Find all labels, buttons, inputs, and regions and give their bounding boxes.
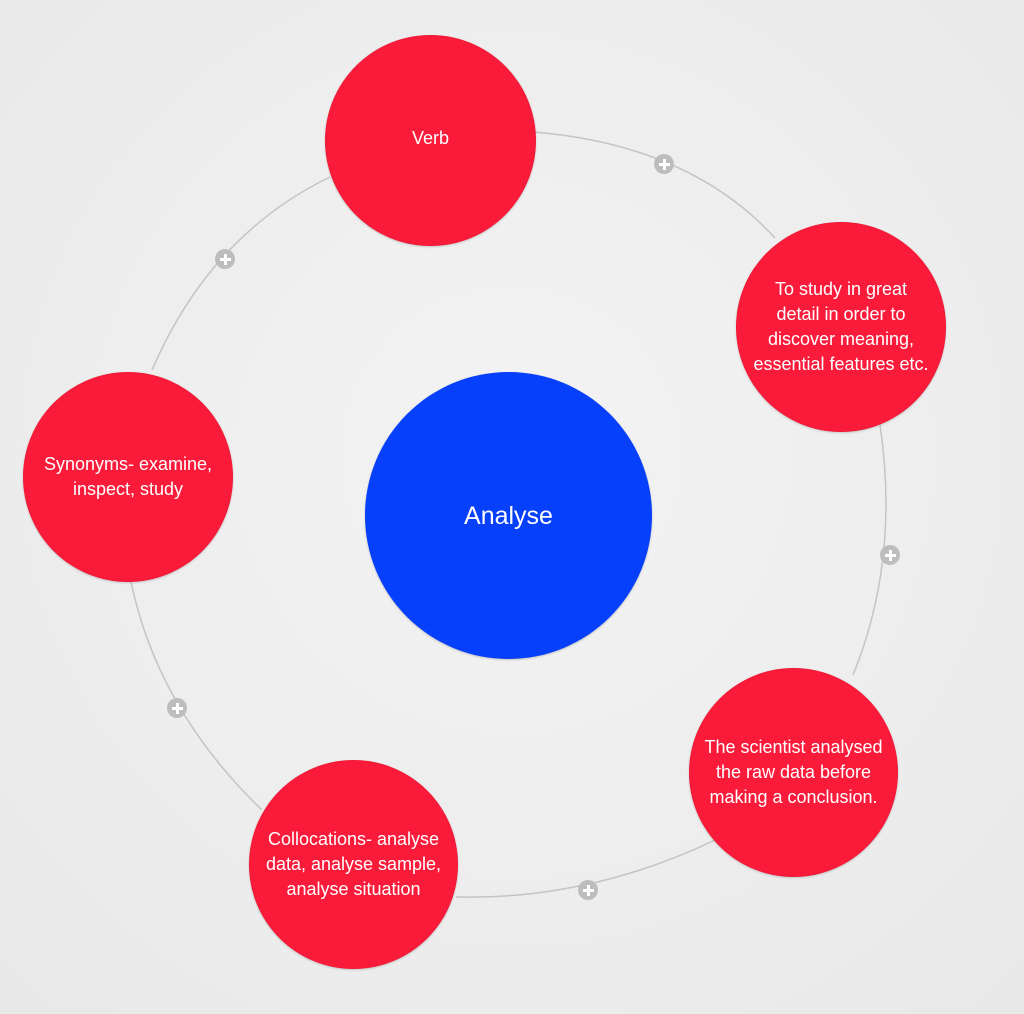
add-node-plus-icon[interactable] <box>654 154 674 174</box>
node-label: To study in great detail in order to dis… <box>753 279 929 374</box>
node-label: Synonyms- examine, inspect, study <box>43 454 213 499</box>
add-node-plus-icon[interactable] <box>578 880 598 900</box>
center-node-analyse[interactable]: Analyse <box>365 372 652 659</box>
node-example[interactable]: The scientist analysed the raw data befo… <box>689 668 898 877</box>
node-label: Verb <box>411 128 450 148</box>
node-synonyms[interactable]: Synonyms- examine, inspect, study <box>23 372 233 582</box>
connector-synonyms-verb <box>151 176 331 371</box>
add-node-plus-icon[interactable] <box>215 249 235 269</box>
add-node-plus-icon[interactable] <box>880 545 900 565</box>
center-node-label: Analyse <box>464 501 553 530</box>
node-label: Collocations- analyse data, analyse samp… <box>265 829 442 899</box>
node-label: The scientist analysed the raw data befo… <box>704 737 883 807</box>
connector-verb-definition <box>533 131 776 239</box>
node-collocations[interactable]: Collocations- analyse data, analyse samp… <box>249 760 458 969</box>
node-definition[interactable]: To study in great detail in order to dis… <box>736 222 946 432</box>
add-node-plus-icon[interactable] <box>167 698 187 718</box>
node-verb[interactable]: Verb <box>325 35 536 246</box>
connector-collocations-synonyms <box>130 581 263 811</box>
